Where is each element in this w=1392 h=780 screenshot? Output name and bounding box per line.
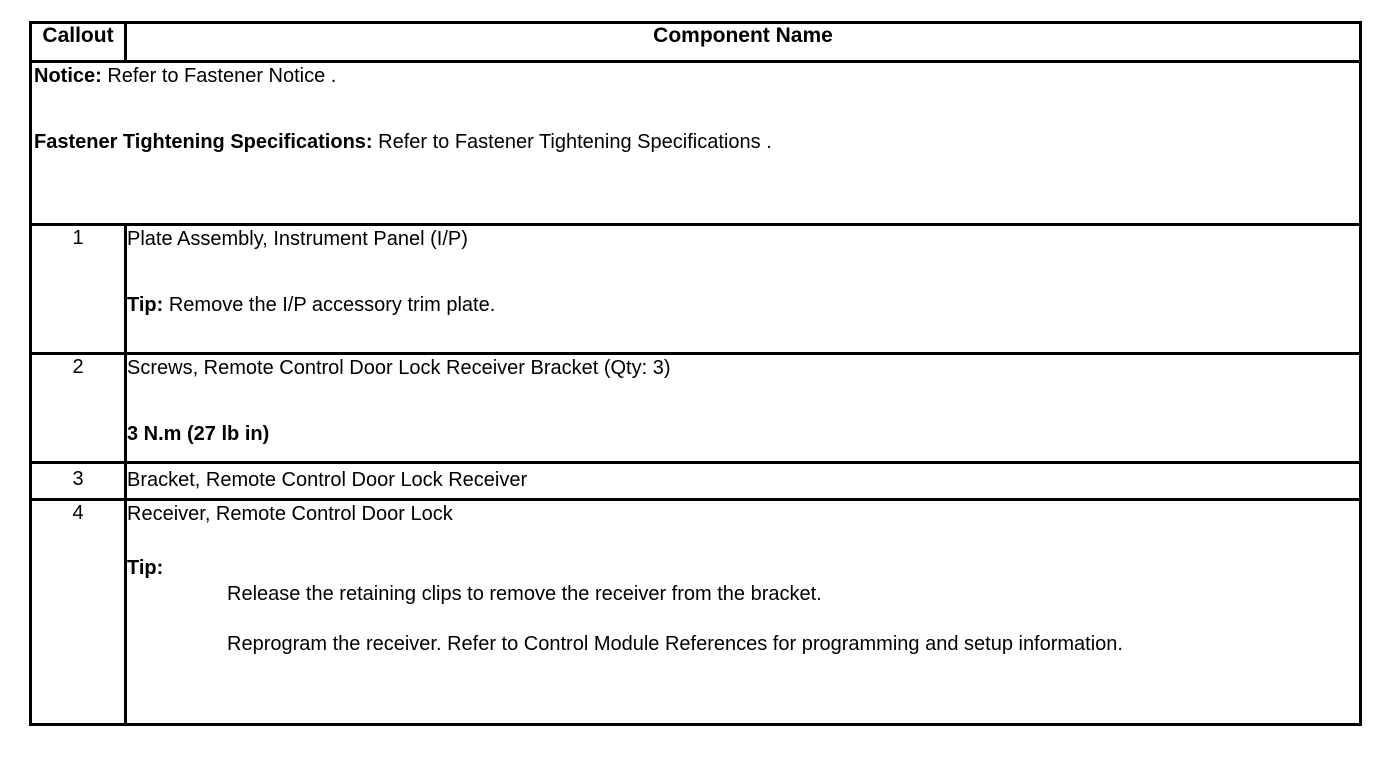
component-title: Bracket, Remote Control Door Lock Receiv… (127, 469, 528, 491)
callout-number: 2 (29, 352, 127, 464)
tip-line: Tip: (127, 555, 1359, 581)
component-name-cell: Plate Assembly, Instrument Panel (I/P) T… (124, 223, 1362, 355)
notice-label: Notice: (34, 65, 102, 87)
tip-text: Remove the I/P accessory trim plate. (168, 294, 496, 316)
component-title: Plate Assembly, Instrument Panel (I/P) (127, 228, 468, 250)
notice-block: Notice: Refer to Fastener Notice . Faste… (29, 60, 1362, 226)
table-row: 2 Screws, Remote Control Door Lock Recei… (29, 352, 1362, 464)
component-name-cell: Screws, Remote Control Door Lock Receive… (124, 352, 1362, 464)
tip-line: Tip: Remove the I/P accessory trim plate… (127, 292, 1359, 318)
component-name-cell: Bracket, Remote Control Door Lock Receiv… (124, 461, 1362, 501)
spacer (127, 527, 1359, 555)
spacer (127, 252, 1359, 292)
tip-item: Release the retaining clips to remove th… (227, 583, 822, 605)
component-title: Receiver, Remote Control Door Lock (127, 503, 453, 525)
column-header-callout: Callout (29, 21, 127, 63)
table-row: 4 Receiver, Remote Control Door Lock Tip… (29, 498, 1362, 726)
tip-item: Reprogram the receiver. Refer to Control… (227, 633, 1123, 655)
notice-line: Notice: Refer to Fastener Notice . (32, 63, 1359, 89)
tip-label: Tip: (127, 557, 164, 579)
spacer (127, 607, 1359, 631)
torque-spec-line: 3 N.m (27 lb in) (127, 421, 1359, 447)
table-row: 3 Bracket, Remote Control Door Lock Rece… (29, 461, 1362, 501)
spacer (127, 381, 1359, 421)
notice-row: Notice: Refer to Fastener Notice . Faste… (29, 60, 1362, 226)
fastener-spec-text: Refer to Fastener Tightening Specificati… (378, 131, 772, 153)
callout-component-table: Callout Component Name Notice: Refer to … (29, 21, 1362, 726)
fastener-spec-label: Fastener Tightening Specifications: (34, 131, 373, 153)
callout-number: 4 (29, 498, 127, 726)
component-title: Screws, Remote Control Door Lock Receive… (127, 357, 671, 379)
component-name-cell: Receiver, Remote Control Door Lock Tip: … (124, 498, 1362, 726)
callout-number: 1 (29, 223, 127, 355)
notice-text: Refer to Fastener Notice . (107, 65, 337, 87)
torque-spec-value: 3 N.m (27 lb in) (127, 423, 270, 445)
fastener-spec-line: Fastener Tightening Specifications: Refe… (32, 129, 1359, 155)
table-header-row: Callout Component Name (29, 21, 1362, 63)
column-header-component-name: Component Name (124, 21, 1362, 63)
callout-number: 3 (29, 461, 127, 501)
tip-label: Tip: (127, 294, 164, 316)
table-row: 1 Plate Assembly, Instrument Panel (I/P)… (29, 223, 1362, 355)
spacer (127, 657, 1359, 683)
